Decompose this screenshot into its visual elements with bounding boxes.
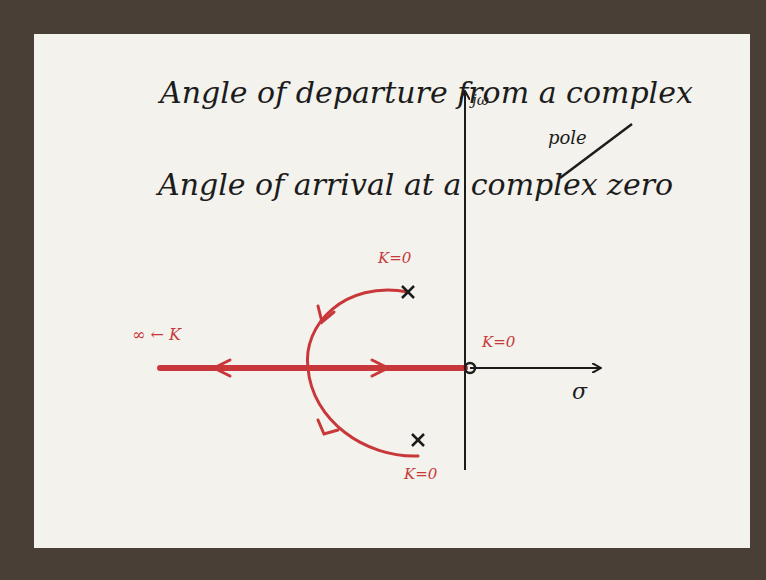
slide-heading: Angle of departure from a complex bbox=[160, 76, 693, 109]
axis-label: jω bbox=[472, 92, 489, 109]
real-axis bbox=[470, 367, 600, 369]
locus bbox=[160, 290, 465, 456]
pole-symbols bbox=[402, 286, 424, 446]
gain-label: K=0 bbox=[404, 466, 437, 483]
gain-label: K=0 bbox=[482, 334, 515, 351]
gain-label: ∞ ← K bbox=[132, 326, 181, 344]
handwritten-note: Angle of arrival at a complex zero bbox=[158, 168, 673, 201]
handwritten-note: pole bbox=[548, 128, 587, 148]
imag-axis bbox=[464, 92, 466, 470]
zero-symbol bbox=[465, 363, 475, 373]
gain-label: K=0 bbox=[378, 250, 411, 267]
axis-label: σ bbox=[572, 380, 587, 404]
